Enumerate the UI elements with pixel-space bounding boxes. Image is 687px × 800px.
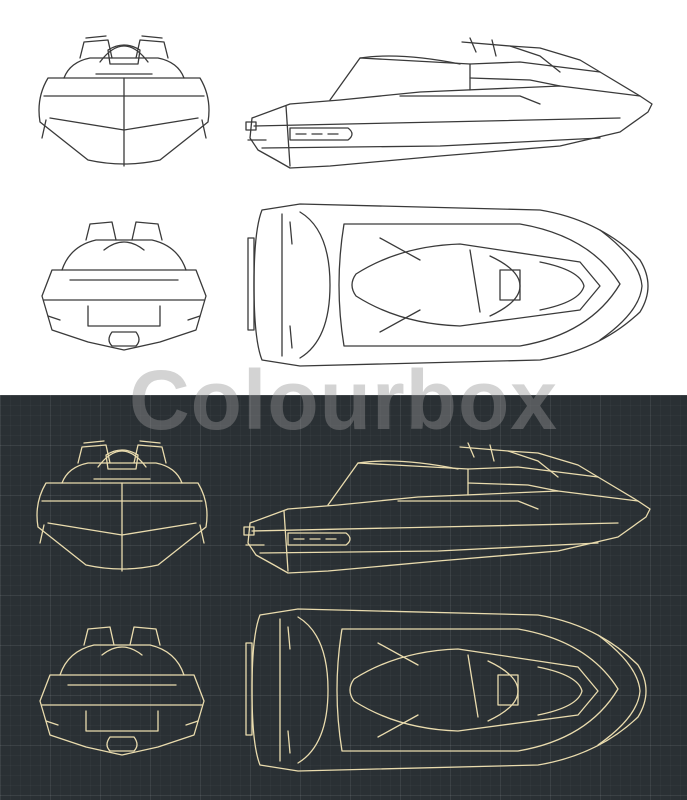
jetski-front-view-dark: [36, 440, 208, 572]
dark-drawings: [36, 440, 651, 772]
jetski-rear-view-light: [41, 221, 207, 351]
jetski-top-view-dark: [245, 608, 647, 772]
jetski-side-view-light: [245, 37, 653, 169]
light-blueprint-panel: [0, 0, 687, 395]
dark-blueprint-panel: [0, 395, 687, 800]
jetski-front-view-light: [38, 35, 210, 167]
light-drawings: [38, 35, 653, 367]
jetski-rear-view-dark: [39, 626, 205, 756]
jetski-side-view-dark: [243, 442, 651, 574]
jetski-top-view-light: [247, 203, 649, 367]
